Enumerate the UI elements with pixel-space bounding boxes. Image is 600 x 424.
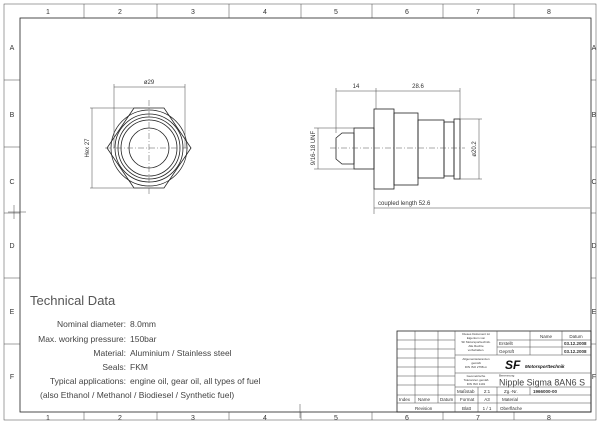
company-logo: SF Motorsporttechnik — [505, 358, 565, 372]
spec-value: Aluminium / Stainless steel — [130, 348, 232, 358]
copyright-line: Eigentum von — [467, 336, 486, 340]
scale-value: 2:1 — [484, 389, 491, 394]
surface-label: Oberfläche — [500, 406, 523, 411]
column-label: 1 — [46, 9, 50, 16]
spec-value: 150bar — [130, 334, 157, 344]
title-block: Dieses Dokument ist Eigentum von SF Moto… — [396, 330, 592, 413]
drawing-no: 1966000-00 — [533, 389, 558, 394]
column-label: 7 — [476, 415, 480, 422]
row-label: B — [10, 112, 15, 119]
checked-date: 03.12.2008 — [564, 349, 587, 354]
sheet-value: 1 / 1 — [483, 406, 492, 411]
svg-text:Motorsporttechnik: Motorsporttechnik — [525, 364, 565, 369]
frame-grid-ticks — [4, 4, 596, 420]
column-label: 6 — [405, 415, 409, 422]
checked-label: Geprüft — [499, 349, 515, 354]
revision-date-label: Datum — [440, 397, 454, 402]
designation-label: Benennung — [499, 374, 515, 378]
outer-frame — [3, 3, 597, 421]
side-diameter-dimension: ø20.2 — [472, 141, 478, 157]
row-label: B — [592, 112, 597, 119]
side-view: 14 28.6 9/16-18 UNF ø20.2 coupled length… — [311, 84, 590, 214]
row-label: D — [591, 243, 596, 250]
row-label: A — [10, 45, 15, 52]
length-28-6-dimension: 28.6 — [412, 84, 424, 90]
column-label: 2 — [118, 9, 122, 16]
column-label: 5 — [334, 9, 338, 16]
tolerance-line: DIN ISO 2768-m — [465, 365, 488, 369]
column-label: 4 — [263, 9, 267, 16]
spec-label: Seals: — [102, 362, 126, 372]
spec-label: Material: — [93, 348, 126, 358]
spec-label: Max. working pressure: — [38, 334, 126, 344]
tolerance-line: gemäß — [471, 361, 481, 365]
column-label: 3 — [191, 415, 195, 422]
column-label: 8 — [547, 9, 551, 16]
revision-name-label: Name — [418, 397, 431, 402]
column-label: 8 — [547, 415, 551, 422]
designation-title: Nipple Sigma 8AN6 S — [499, 378, 585, 388]
tolerance-line: Geometrische — [467, 374, 486, 378]
copyright-line: Dieses Dokument ist — [462, 332, 490, 336]
row-label: C — [591, 179, 596, 186]
front-diameter-dimension: ø29 — [144, 80, 155, 86]
index-label: Index — [399, 397, 411, 402]
row-label: F — [10, 374, 14, 381]
column-label: 4 — [263, 415, 267, 422]
row-label: E — [10, 309, 15, 316]
row-label: E — [592, 309, 597, 316]
column-label: 2 — [118, 415, 122, 422]
format-label: Format — [460, 397, 475, 402]
row-label: A — [592, 45, 597, 52]
front-view: ø29 Hex 27 — [85, 80, 193, 196]
drawing-no-label: Zg.-Nr. — [504, 389, 518, 394]
row-label: F — [592, 374, 596, 381]
spec-label: Typical applications: — [50, 376, 126, 386]
spec-value: FKM — [130, 362, 148, 372]
spec-value: 8.0mm — [130, 319, 156, 329]
column-label: 7 — [476, 9, 480, 16]
copyright-line: vorbehalten. — [468, 348, 485, 352]
format-value: A3 — [484, 397, 490, 402]
revision-label: Revision — [415, 406, 433, 411]
column-label: 3 — [191, 9, 195, 16]
technical-data-title: Technical Data — [30, 293, 116, 308]
tolerance-line: DIN ISO 1101 — [467, 382, 486, 386]
coupled-length-dimension: coupled length 52.6 — [378, 201, 431, 207]
column-label: 5 — [334, 415, 338, 422]
column-label: 6 — [405, 9, 409, 16]
copyright-line: SF Motorsporttechnik. — [461, 340, 491, 344]
copyright-line: Alle Rechte — [468, 344, 484, 348]
row-label: D — [9, 243, 14, 250]
name-header: Name — [540, 334, 553, 339]
created-label: Erstellt — [499, 341, 514, 346]
svg-text:SF: SF — [505, 358, 521, 372]
tolerance-line: Allgemeintoleranzen — [462, 357, 490, 361]
created-date: 03.12.2008 — [564, 341, 587, 346]
technical-data: Technical Data Nominal diameter: 8.0mm M… — [30, 293, 261, 400]
sheet-label: Blatt — [462, 406, 472, 411]
length-14-dimension: 14 — [353, 84, 360, 90]
tolerance-line: Toleranzen gemäß — [464, 378, 489, 382]
hex-dimension: Hex 27 — [85, 138, 91, 158]
row-label: C — [9, 179, 14, 186]
spec-note: (also Ethanol / Methanol / Biodiesel / S… — [40, 390, 234, 400]
column-label: 1 — [46, 415, 50, 422]
spec-label: Nominal diameter: — [57, 319, 126, 329]
scale-label: Maßstab — [457, 389, 475, 394]
thread-dimension: 9/16-18 UNF — [311, 130, 317, 165]
material-label: Material — [502, 397, 518, 402]
spec-value: engine oil, gear oil, all types of fuel — [130, 376, 261, 386]
date-header: Datum — [569, 334, 583, 339]
